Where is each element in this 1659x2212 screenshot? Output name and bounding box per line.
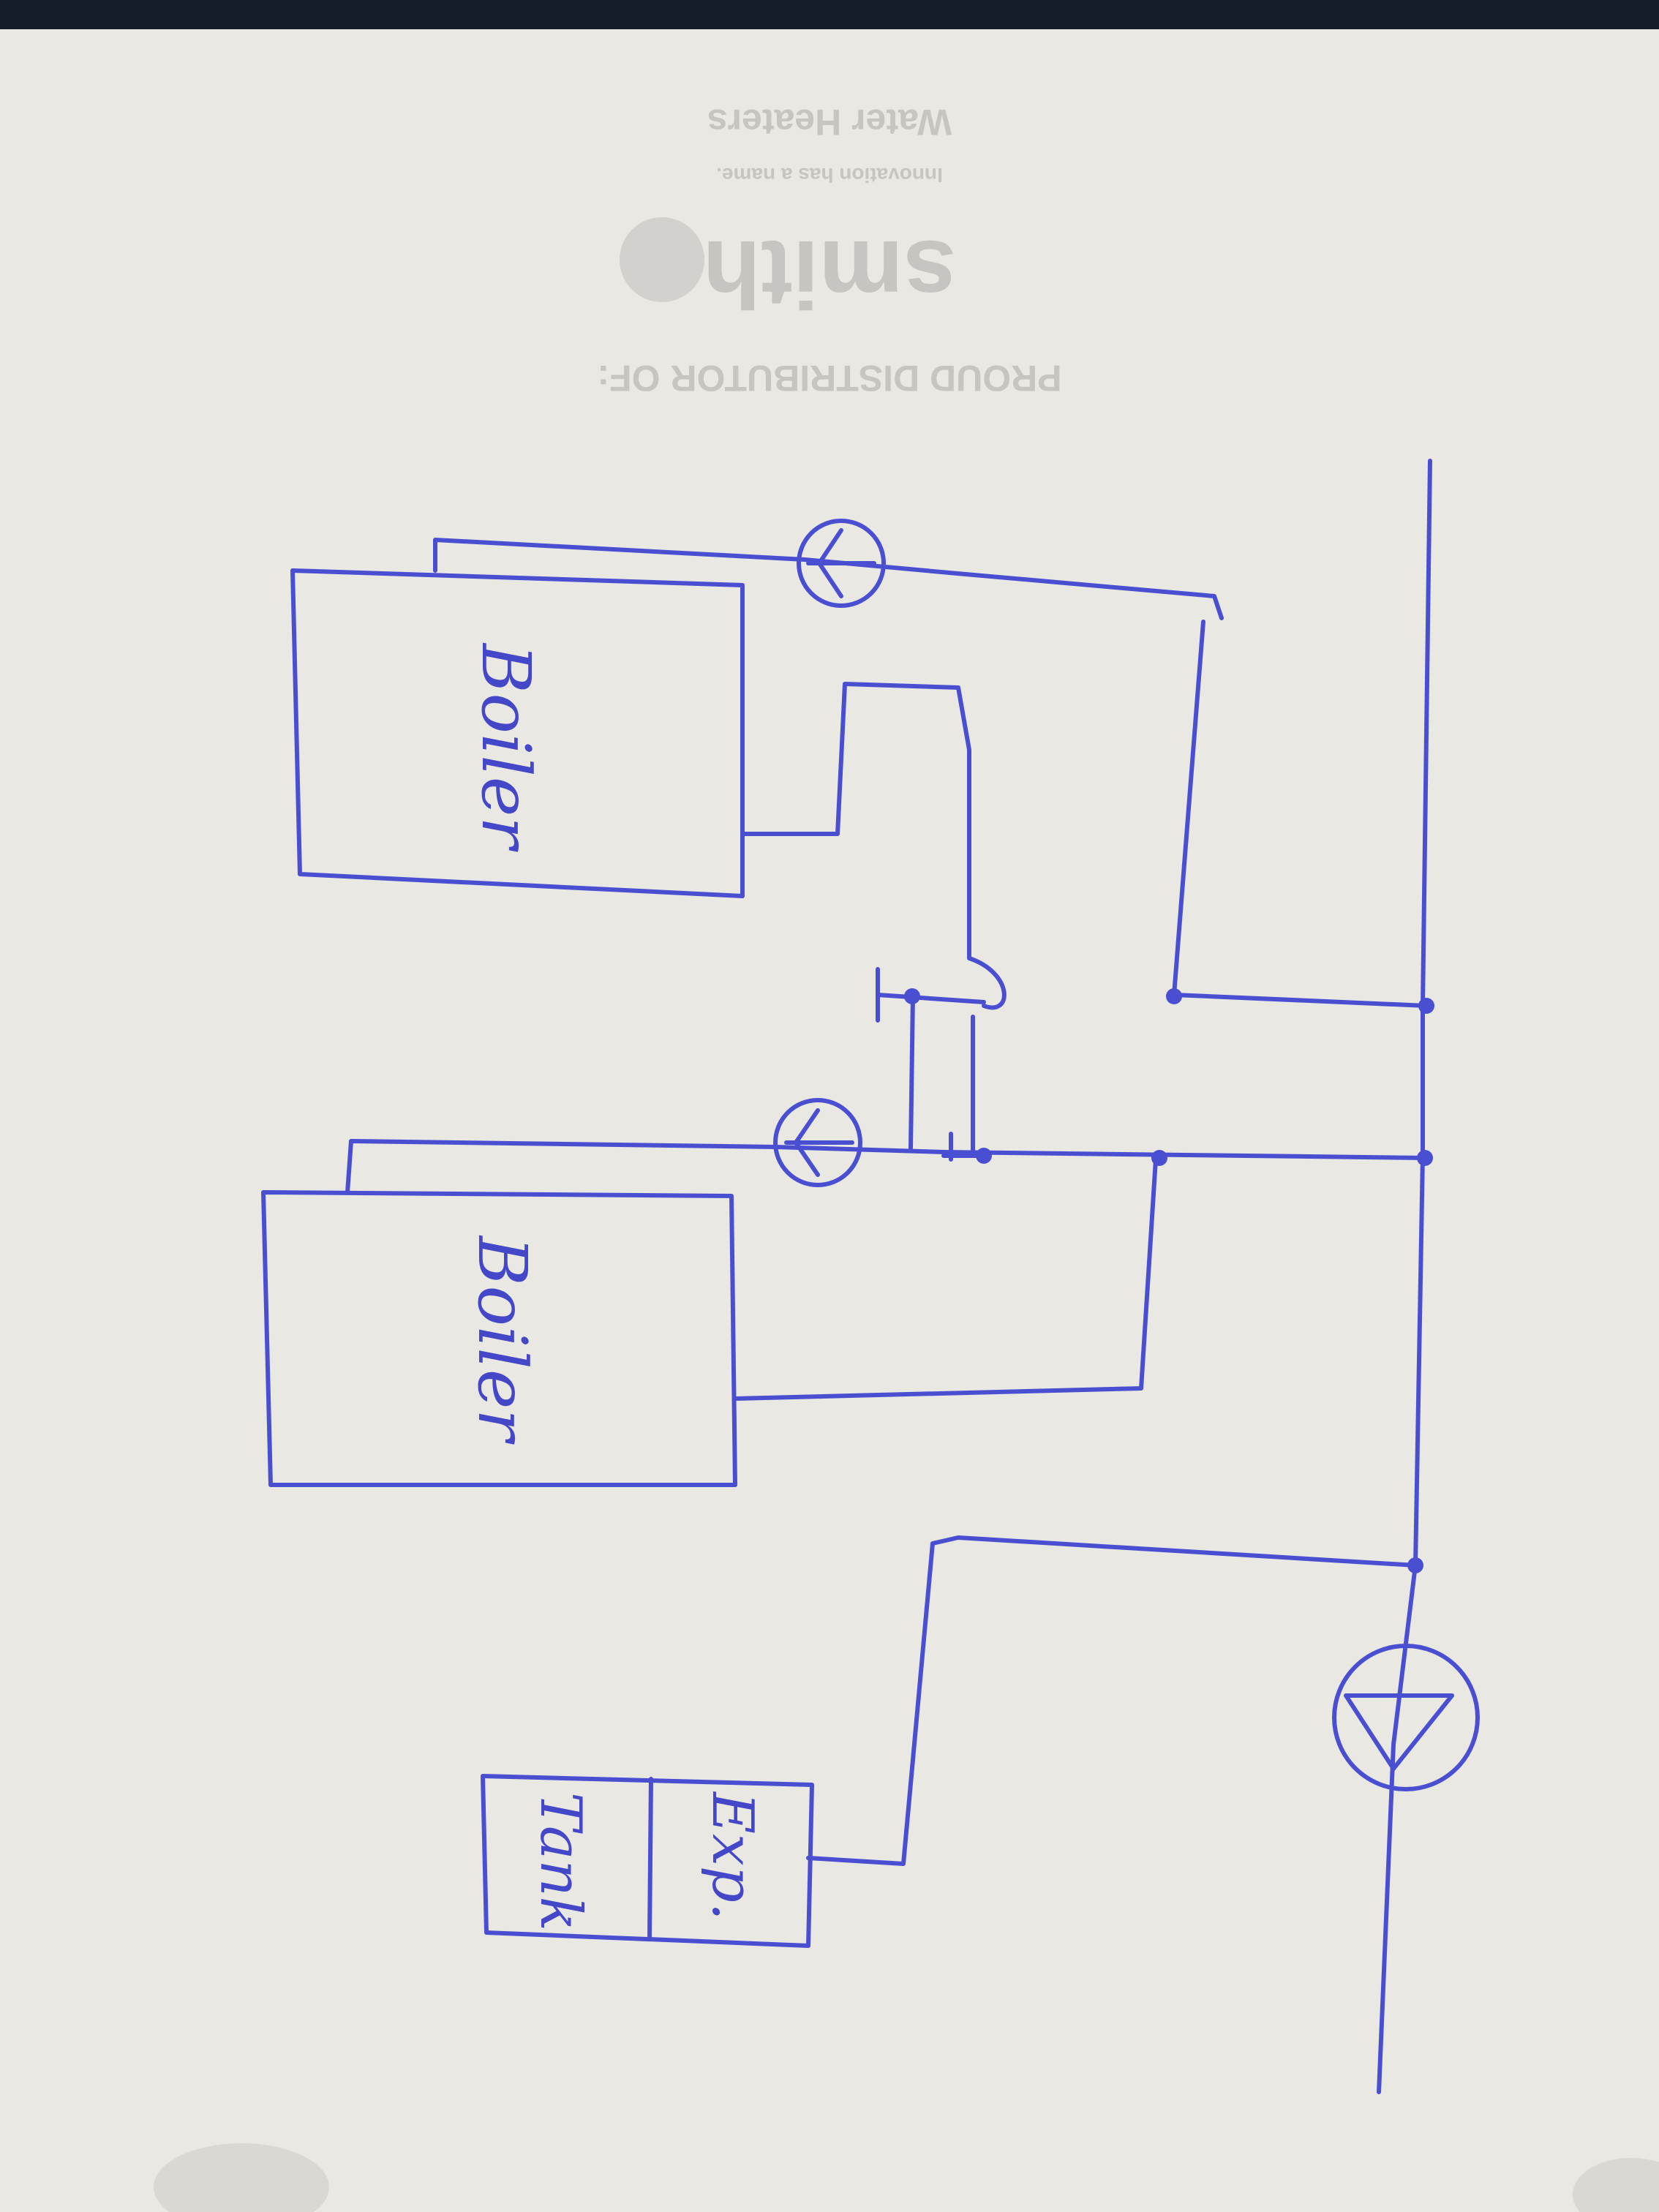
junction-dot <box>1407 1557 1423 1573</box>
shadow-blob-left <box>154 2143 329 2212</box>
show-through-line1: Water Heaters <box>707 102 952 143</box>
junction-dot <box>976 1148 992 1164</box>
boiler-top-return-pipe <box>740 682 1007 1010</box>
expansion-tank-pipe <box>806 1535 1418 1866</box>
expansion-tank-divider <box>647 1777 653 1941</box>
shadow-blob-right <box>1573 2158 1659 2212</box>
boiler-bottom-label: Boiler <box>463 1235 541 1445</box>
pump-top-circle <box>797 519 886 608</box>
expansion-tank-label-line1: Exp. <box>699 1791 765 1921</box>
show-through-line2: Innovation has a name. <box>716 164 943 187</box>
junction-dot <box>1151 1150 1167 1166</box>
boiler-bottom <box>261 1190 737 1487</box>
pump-main <box>1332 1644 1480 1791</box>
junction-dot <box>1418 998 1434 1014</box>
junction-dot <box>1166 988 1182 1004</box>
background-edge <box>0 0 1659 29</box>
junction-dot <box>904 988 920 1004</box>
paper <box>0 29 1659 2212</box>
pump-middle <box>773 1098 862 1187</box>
expansion-tank <box>481 1774 814 1948</box>
show-through-line4: PROUD DISTRIBUTOR OF: <box>597 358 1061 399</box>
pump-top-symbol <box>806 528 876 598</box>
show-through-logo: smith <box>703 221 957 328</box>
pump-main-symbol <box>1344 1693 1454 1771</box>
junction-dot <box>1417 1150 1433 1166</box>
pump-middle-symbol <box>784 1108 854 1177</box>
bypass-link <box>908 993 915 1151</box>
boiler-top <box>290 568 745 898</box>
boiler-top-label: Boiler <box>467 642 545 852</box>
boiler-bottom-return-pipe <box>733 1157 1158 1401</box>
bypass-tee-top <box>876 967 986 1023</box>
show-through-print: Water Heaters Innovation has a name. smi… <box>597 102 1061 399</box>
pump-main-circle <box>1332 1644 1480 1791</box>
show-through-logo-mark <box>620 217 704 302</box>
main-supply-line <box>1377 459 1432 2094</box>
pump-middle-circle <box>773 1098 862 1187</box>
expansion-tank-label-line2: Tank <box>527 1792 593 1931</box>
pump-top <box>797 519 886 608</box>
